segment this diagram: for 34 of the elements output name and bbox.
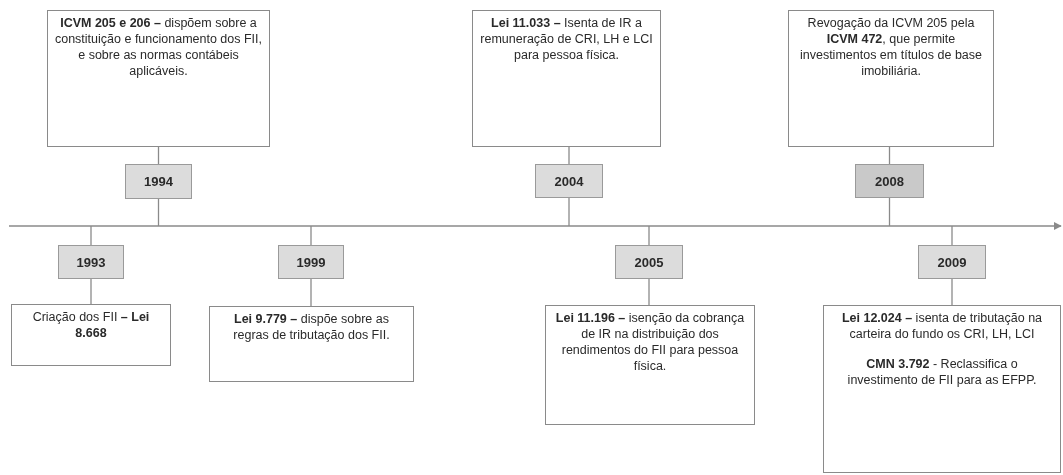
connector-line — [951, 278, 953, 306]
axis-tick — [951, 225, 953, 246]
year-marker: 2005 — [615, 245, 683, 279]
year-marker: 1999 — [278, 245, 344, 279]
event-text: Lei 12.024 – isenta de tributação na carteira do fundo os CRI, LH, LCI — [840, 310, 1044, 342]
connector-line — [568, 146, 570, 165]
event-box — [472, 10, 661, 147]
event-text: Lei 11.196 – isenção da cobrança de IR na distribuição dos rendimentos do FII para pessoa física. — [554, 310, 746, 374]
year-marker: 2008 — [855, 164, 924, 198]
connector-line — [90, 278, 92, 305]
connector-line — [648, 278, 650, 306]
year-marker: 1993 — [58, 245, 124, 279]
axis-tick — [90, 225, 92, 246]
event-text: ICVM 205 e 206 – dispõem sobre a constituição e funcionamento dos FII, e sobre as normas contábeis aplicáveis. — [54, 15, 263, 79]
axis-tick — [157, 198, 160, 227]
axis-tick — [568, 197, 570, 227]
event-text: Lei 9.779 – dispõe sobre as regras de tributação dos FII. — [232, 311, 391, 343]
year-marker: 1994 — [125, 164, 192, 199]
year-marker: 2004 — [535, 164, 603, 198]
event-text: Lei 11.033 – Isenta de IR a remuneração de CRI, LH e LCI para pessoa física. — [479, 15, 654, 63]
event-text: Criação dos FII – Lei 8.668 — [31, 309, 151, 341]
axis-tick — [648, 225, 650, 246]
event-box — [209, 306, 414, 382]
event-box — [823, 305, 1061, 473]
event-text: Revogação da ICVM 205 pela ICVM 472, que permite investimentos em títulos de base imobiliária. — [798, 15, 983, 79]
axis-tick — [888, 197, 891, 227]
event-box — [788, 10, 994, 147]
axis-tick — [310, 225, 312, 246]
event-text: CMN 3.792 - Reclassifica o investimento de FII para as EFPP. — [846, 356, 1038, 388]
connector-line — [310, 278, 312, 307]
year-marker: 2009 — [918, 245, 986, 279]
event-box — [545, 305, 755, 425]
event-box — [11, 304, 171, 366]
event-box — [47, 10, 270, 147]
